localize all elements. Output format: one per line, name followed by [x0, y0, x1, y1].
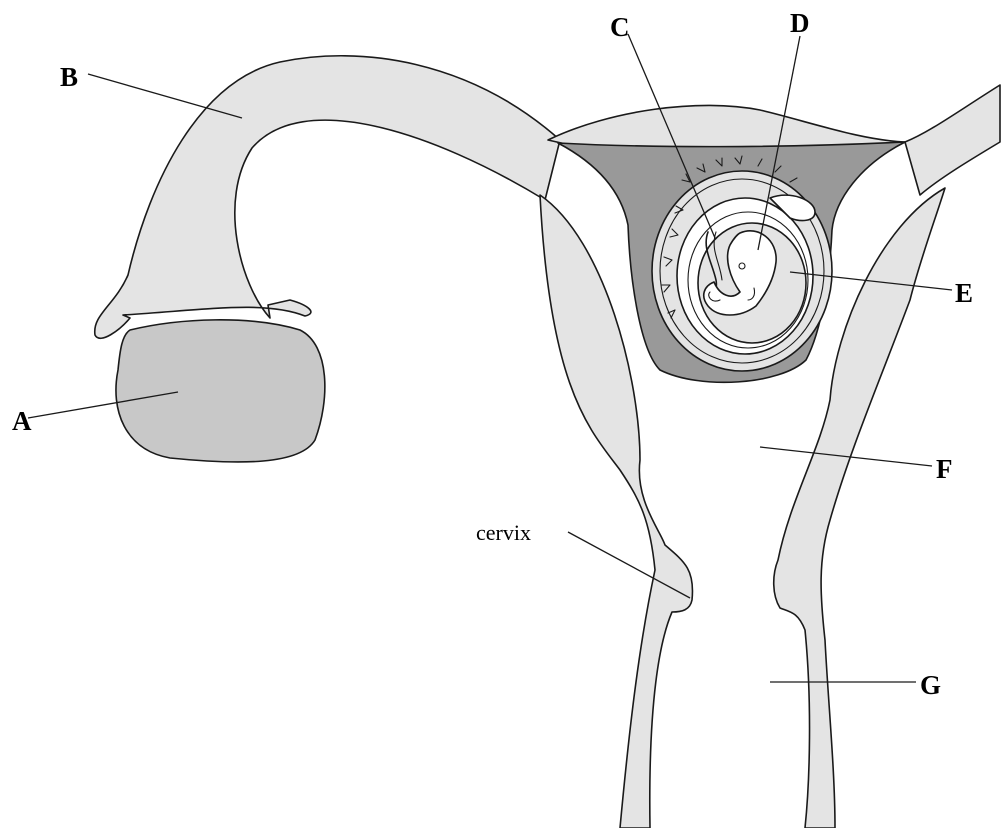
ovary	[116, 320, 325, 462]
oviduct-right	[905, 85, 1000, 195]
oviduct	[95, 56, 560, 339]
label-e: E	[955, 278, 973, 308]
label-f: F	[936, 454, 953, 484]
label-d: D	[790, 8, 810, 38]
label-b: B	[60, 62, 78, 92]
label-a: A	[12, 406, 32, 436]
label-cervix: cervix	[476, 520, 531, 545]
label-g: G	[920, 670, 941, 700]
label-c: C	[610, 12, 630, 42]
